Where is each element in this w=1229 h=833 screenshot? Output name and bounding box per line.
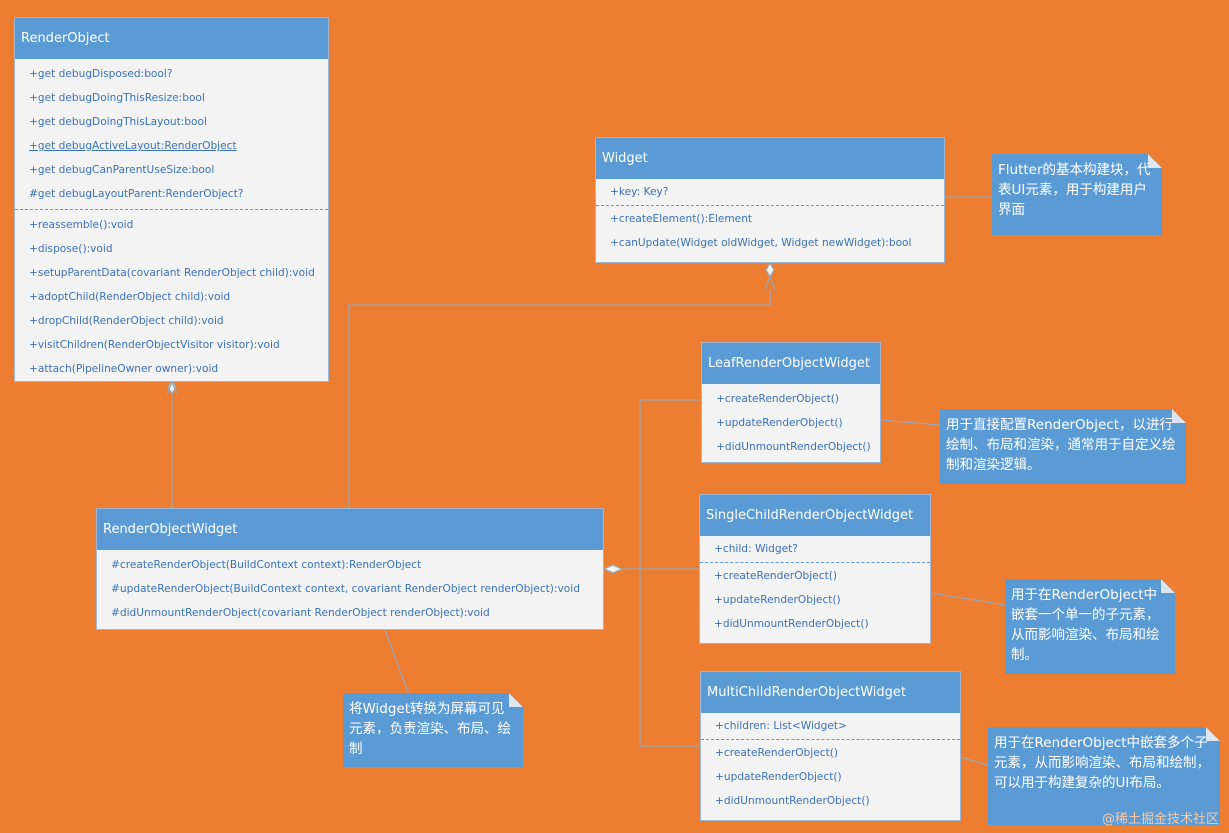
note-line-single (930, 592, 1006, 606)
method-row: +setupParentData(covariant RenderObject … (29, 267, 315, 279)
note-text: 用于在RenderObject中嵌套多个子元素，从而影响渲染、布局和绘制，可以用… (994, 735, 1210, 791)
field-row: +child: Widget? (714, 543, 798, 555)
method-row: +adoptChild(RenderObject child):void (29, 291, 231, 303)
method-row: +dropChild(RenderObject child):void (29, 315, 224, 327)
methods-section: +createElement():Element +canUpdate(Widg… (596, 205, 944, 256)
fields-section: +child: Widget? (700, 536, 930, 562)
fields-section: +get debugDisposed:bool? +get debugDoing… (15, 59, 328, 209)
class-title: RenderObject (21, 31, 110, 46)
method-row: +createRenderObject() (716, 393, 839, 405)
field-row: +children: List<Widget> (715, 720, 847, 732)
class-renderobject: RenderObject +get debugDisposed:bool? +g… (14, 17, 329, 382)
field-row: +get debugDisposed:bool? (29, 68, 173, 80)
class-singlechildrenderobjectwidget: SingleChildRenderObjectWidget +child: Wi… (699, 494, 931, 644)
method-row: #updateRenderObject(BuildContext context… (111, 583, 580, 595)
note-widget: Flutter的基本构建块，代表UI元素，用于构建用户界面 (992, 154, 1162, 235)
fields-section: +key: Key? (596, 179, 944, 205)
class-renderobjectwidget: RenderObjectWidget #createRenderObject(B… (96, 508, 604, 630)
method-row: +updateRenderObject() (715, 771, 842, 783)
note-text: 用于直接配置RenderObject，以进行绘制、布局和渲染，通常用于自定义绘制… (946, 417, 1176, 473)
method-row: +didUnmountRenderObject() (716, 441, 871, 453)
watermark: @稀土掘金技术社区 (1101, 812, 1219, 827)
class-header: LeafRenderObjectWidget (702, 343, 880, 384)
class-header: Widget (596, 138, 944, 179)
field-row: #get debugLayoutParent:RenderObject? (29, 188, 244, 200)
method-row: +createRenderObject() (714, 570, 837, 582)
class-header: MultiChildRenderObjectWidget (701, 672, 960, 713)
note-line-multi (959, 756, 989, 766)
method-row: +didUnmountRenderObject() (715, 795, 870, 807)
method-row: +updateRenderObject() (716, 417, 843, 429)
class-header: SingleChildRenderObjectWidget (700, 495, 930, 536)
method-row: +dispose():void (29, 243, 113, 255)
method-row: +createElement():Element (610, 213, 753, 225)
class-header: RenderObjectWidget (97, 509, 603, 550)
method-row: +attach(PipelineOwner owner):void (29, 363, 219, 375)
diamond-widget (765, 261, 775, 279)
diamond-row (602, 564, 624, 574)
class-title: SingleChildRenderObjectWidget (706, 508, 914, 523)
field-row: +get debugDoingThisLayout:bool (29, 116, 207, 128)
methods-section: +createRenderObject() +updateRenderObjec… (701, 739, 960, 814)
note-single: 用于在RenderObject中嵌套一个单一的子元素，从而影响渲染、布局和绘制。 (1005, 579, 1175, 674)
class-header: RenderObject (15, 18, 328, 59)
method-row: +createRenderObject() (715, 747, 838, 759)
note-line-row (384, 629, 411, 699)
class-title: Widget (602, 151, 648, 166)
methods-section: +reassemble():void +dispose():void +setu… (15, 209, 328, 384)
class-leafrenderobjectwidget: LeafRenderObjectWidget +createRenderObje… (701, 342, 881, 463)
methods-section: +createRenderObject() +updateRenderObjec… (702, 384, 880, 462)
method-row: +reassemble():void (29, 219, 134, 231)
method-row: +canUpdate(Widget oldWidget, Widget newW… (610, 237, 912, 249)
note-text: Flutter的基本构建块，代表UI元素，用于构建用户界面 (998, 162, 1151, 218)
field-row: +get debugCanParentUseSize:bool (29, 164, 215, 176)
class-widget: Widget +key: Key? +createElement():Eleme… (595, 137, 945, 263)
class-title: MultiChildRenderObjectWidget (707, 685, 906, 700)
diamond-renderobject (167, 378, 177, 396)
class-multichildrenderobjectwidget: MultiChildRenderObjectWidget +children: … (700, 671, 961, 821)
class-title: LeafRenderObjectWidget (708, 356, 870, 371)
connector-leaf-to-row (639, 399, 700, 747)
class-title: RenderObjectWidget (103, 522, 238, 537)
method-row: #createRenderObject(BuildContext context… (111, 559, 422, 571)
fields-section: +children: List<Widget> (701, 713, 960, 739)
method-row: +didUnmountRenderObject() (714, 618, 869, 630)
note-leaf: 用于直接配置RenderObject，以进行绘制、布局和渲染，通常用于自定义绘制… (940, 409, 1186, 484)
method-row: #didUnmountRenderObject(covariant Render… (111, 607, 490, 619)
methods-section: +createRenderObject() +updateRenderObjec… (700, 562, 930, 637)
method-row: +visitChildren(RenderObjectVisitor visit… (29, 339, 280, 351)
field-row: +get debugDoingThisResize:bool (29, 92, 205, 104)
note-renderobjectwidget: 将Widget转换为屏幕可见元素，负责渲染、布局、绘制 (343, 693, 523, 767)
arrow-renderobject (166, 380, 178, 395)
arrow-widget (764, 275, 776, 290)
note-multi: 用于在RenderObject中嵌套多个子元素，从而影响渲染、布局和绘制，可以用… (988, 727, 1220, 825)
connector-row-to-widget (348, 290, 771, 508)
note-line-leaf (879, 419, 941, 426)
field-row: +get debugActiveLayout:RenderObject (29, 140, 237, 152)
note-text: 用于在RenderObject中嵌套一个单一的子元素，从而影响渲染、布局和绘制。 (1011, 587, 1160, 663)
methods-section: #createRenderObject(BuildContext context… (97, 550, 603, 628)
note-text: 将Widget转换为屏幕可见元素，负责渲染、布局、绘制 (349, 701, 511, 757)
field-row: +key: Key? (610, 186, 669, 198)
method-row: +updateRenderObject() (714, 594, 841, 606)
